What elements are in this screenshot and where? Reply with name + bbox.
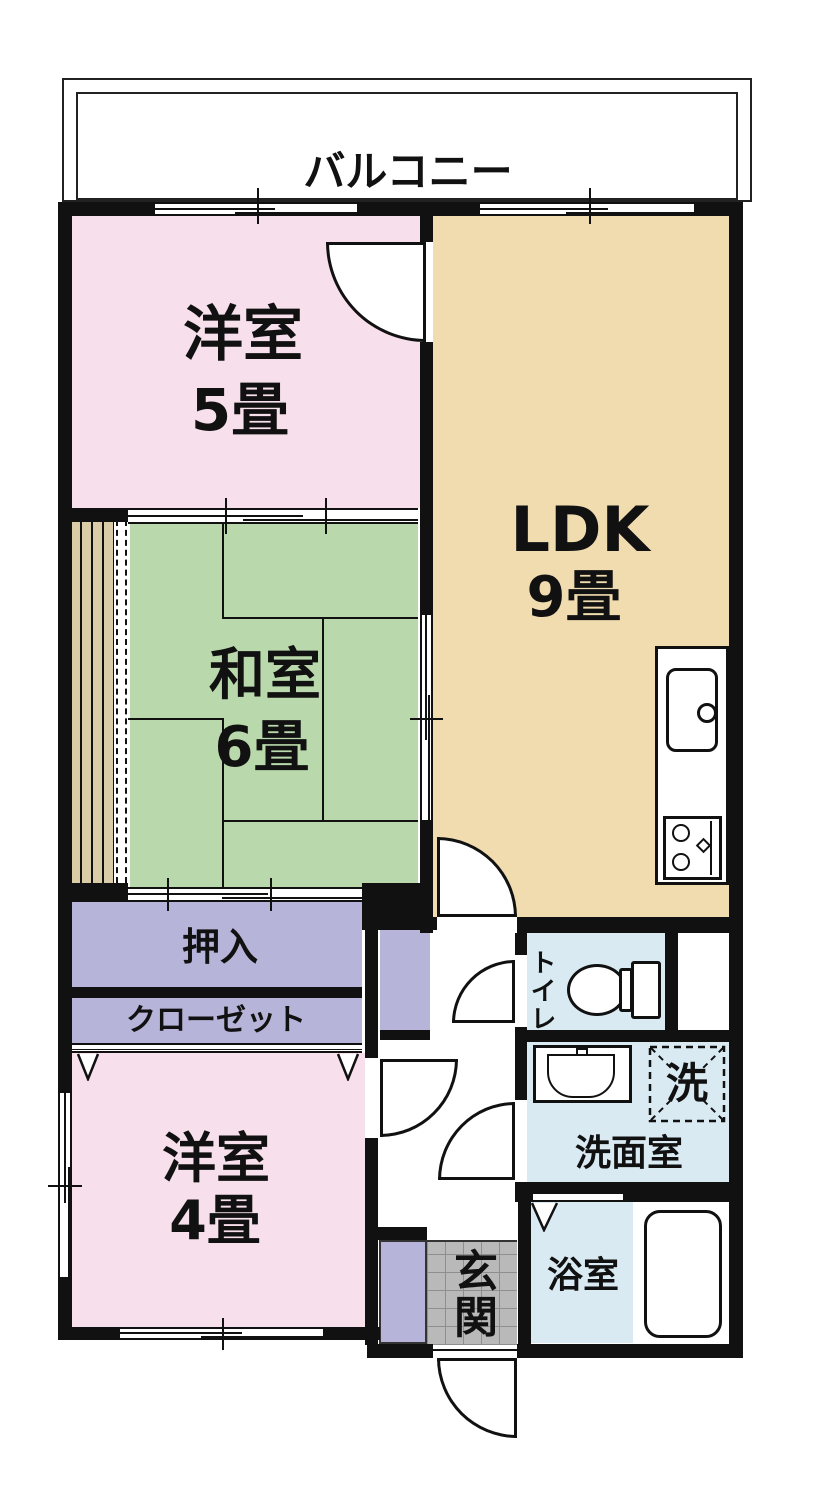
closet-door-v-mark (77, 1053, 99, 1081)
slider-tick (410, 718, 443, 720)
slider-tick (225, 498, 227, 534)
slider-tick (167, 878, 169, 911)
grill-bar (710, 821, 721, 875)
toilet-label: トイレ (526, 949, 556, 1033)
room-western4-floor (72, 1053, 365, 1327)
wall-oshiire-closet-divider (72, 987, 362, 998)
wall-engawa-bottom-cap (72, 883, 128, 902)
tatami-line (222, 617, 418, 619)
washer-mark-label: 洗 (665, 1059, 709, 1108)
washroom-label: 洗面室 (574, 1133, 684, 1174)
room-western5-size: 5畳 (190, 376, 290, 444)
toilet-tank-icon (631, 961, 661, 1019)
tatami-line (322, 617, 324, 820)
tatami-line (222, 718, 224, 887)
room-ldk-name: LDK (510, 493, 650, 566)
wall-hall-right-top (515, 933, 527, 955)
door-washroom (438, 1102, 515, 1180)
wall-bottom-left-b (323, 1327, 380, 1340)
wall-w5-ldk-top (420, 214, 433, 242)
balcony-inner-rail (76, 92, 738, 200)
wall-hall-left-lower (365, 1138, 378, 1345)
wall-top-b (357, 202, 480, 216)
closet-door-v-mark (337, 1053, 359, 1081)
entrance-tile-floor (427, 1240, 517, 1345)
wall-toilet-bottom (515, 1030, 743, 1042)
wall-top-a (58, 202, 155, 216)
room-ldk-size: 9畳 (526, 565, 622, 630)
door-toilet (452, 960, 515, 1023)
engawa-dashed-line-2 (125, 520, 127, 883)
wall-ldk-bottom-left (365, 917, 437, 930)
doorway-w4 (365, 1058, 378, 1138)
room-western5-name: 洋室 (183, 300, 303, 370)
slider-tick (325, 498, 327, 534)
wall-w5-washitsu-cap (58, 508, 130, 522)
doorway-washroom (515, 1100, 527, 1180)
window-top-left (155, 202, 357, 216)
washing-machine-icon (648, 1045, 726, 1123)
balcony-label: バルコニー (303, 147, 513, 196)
slider-tick (270, 878, 272, 911)
window-top-right (480, 202, 694, 216)
engawa-plank-lines (80, 520, 114, 883)
room-japanese6-floor (130, 520, 418, 887)
window-tick (222, 1318, 224, 1350)
wall-hall-closet-bottom (380, 1030, 430, 1040)
wall-oshiire-right (365, 902, 378, 1058)
wall-right (729, 202, 743, 1358)
wall-w5-ldk-mid (420, 342, 433, 615)
wall-bottom-right-a (367, 1344, 433, 1358)
wall-hall-bottom (365, 1227, 427, 1240)
wall-ldk-bottom-right (517, 917, 743, 933)
window-tick (589, 188, 591, 224)
room-western4-name: 洋室 (162, 1127, 270, 1190)
tatami-line (222, 520, 224, 617)
window-w4-bottom (120, 1327, 323, 1340)
vanity-sink-icon (533, 1045, 632, 1103)
fusuma-oshiire (128, 887, 362, 902)
faucet-icon (697, 703, 717, 723)
bathroom-floor (531, 1202, 633, 1343)
hall-closet-floor (380, 930, 430, 1030)
wall-left-upper (58, 202, 72, 1093)
wall-bottom-right-b (517, 1344, 743, 1358)
closet-floor (72, 998, 362, 1043)
tatami-line (222, 820, 418, 822)
wall-bottom-left-a (58, 1327, 120, 1340)
room-japanese6-name: 和室 (209, 643, 321, 708)
wall-genkan-bath-divider (518, 1202, 531, 1345)
engawa-dashed-line-1 (116, 520, 118, 883)
tatami-line (128, 718, 224, 720)
door-western4 (380, 1059, 458, 1137)
slider-washitsu-ldk (420, 615, 433, 820)
wall-toilet-right (665, 933, 678, 1030)
bathroom-label: 浴室 (546, 1255, 620, 1296)
bathroom-door-v-mark (531, 1202, 558, 1232)
closet-track (72, 1043, 362, 1053)
door-entrance (437, 1358, 517, 1438)
closet-label: クローゼット (126, 1003, 306, 1038)
room-japanese6-size: 6畳 (214, 715, 310, 780)
doorway-toilet (515, 955, 527, 1027)
stove-icon (663, 816, 722, 880)
entrance-threshold (433, 1345, 517, 1358)
wall-left-lower (58, 1277, 72, 1340)
toilet-bowl-icon (567, 964, 627, 1016)
bathroom-door-track (533, 1192, 623, 1202)
shoe-cabinet (379, 1240, 427, 1344)
bathtub-icon (644, 1210, 722, 1338)
entrance-label: 玄関 (446, 1248, 497, 1340)
wall-hall-right-mid (515, 1027, 527, 1100)
oshiire-label: 押入 (181, 925, 259, 969)
slider-w5-washitsu (128, 508, 418, 524)
window-tick (48, 1185, 82, 1187)
room-western4-size: 4畳 (169, 1189, 261, 1252)
window-tick (257, 188, 259, 224)
oshiire-floor (72, 902, 362, 987)
